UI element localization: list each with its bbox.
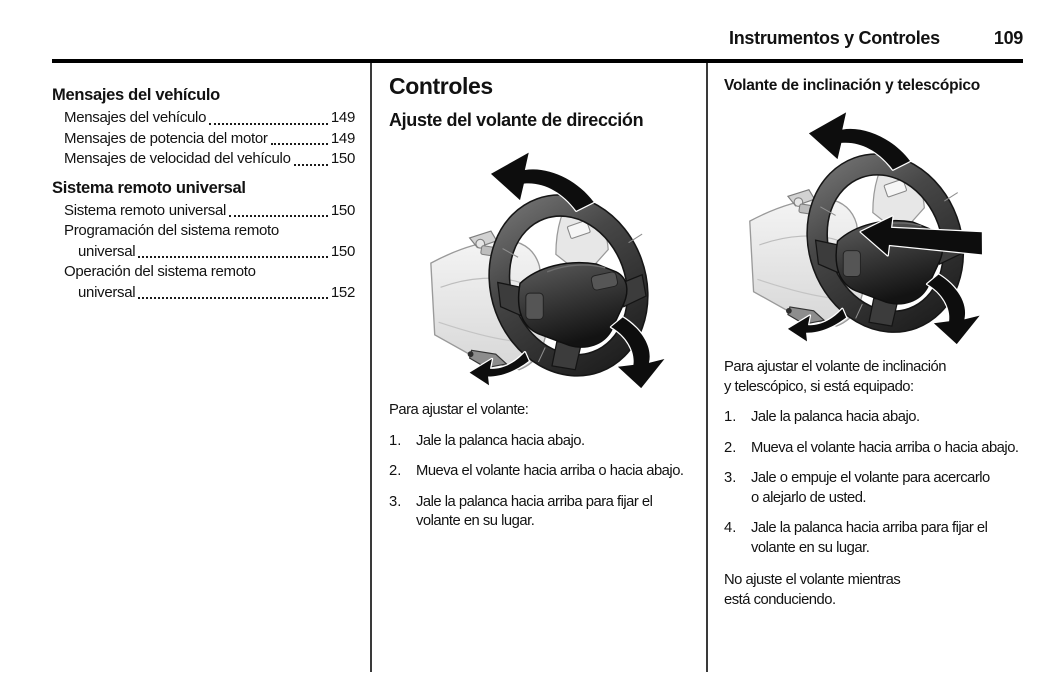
step-number: 2. (724, 439, 737, 456)
step-item: 3. Jale la palanca hacia arriba para fij… (389, 493, 692, 532)
step-item: 2. Mueva el volante hacia arriba o hacia… (389, 462, 692, 482)
step-number: 3. (724, 470, 737, 486)
caution-note: No ajuste el volante mientras está condu… (724, 572, 901, 608)
step-text: Jale la palanca hacia arriba para fijar … (416, 493, 653, 530)
toc-entry-page: 150 (330, 150, 355, 167)
step-number: 3. (389, 493, 402, 510)
step-text: Jale o empuje el volante para acercarlo … (751, 470, 990, 506)
steering-wheel-tilt-figure (421, 140, 683, 392)
dot-leader (293, 163, 328, 166)
toc-section-title: Sistema remoto universal (52, 178, 246, 197)
step-text: Jale la palanca hacia abajo. (416, 432, 585, 449)
toc-entry-label: Programación del sistema remoto (64, 222, 279, 239)
procedure-steps: 1. Jale la palanca hacia abajo. 2. Mueva… (724, 408, 1027, 558)
toc-entry: Programación del sistema remoto (52, 221, 355, 242)
controls-column: Controles Ajuste del volante de direcció… (389, 74, 692, 532)
toc-entry-label: Sistema remoto universal (64, 201, 227, 219)
toc-entry-label: universal (78, 242, 136, 260)
procedure-steps: 1. Jale la palanca hacia abajo. 2. Mueva… (389, 432, 692, 532)
step-number: 1. (724, 409, 737, 425)
step-text: Jale la palanca hacia abajo. (751, 409, 920, 425)
toc-entry: Operación del sistema remoto (52, 262, 355, 283)
step-item: 1. Jale la palanca hacia abajo. (724, 408, 1027, 428)
toc-entry-page: 149 (330, 129, 355, 147)
step-number: 4. (724, 520, 737, 536)
step-item: 3. Jale o empuje el volante para acercar… (724, 469, 1027, 508)
header-page-number: 109 (993, 28, 1023, 48)
toc-entry-page: 149 (330, 109, 355, 126)
dot-leader (138, 297, 328, 299)
dot-leader (229, 215, 328, 217)
header-rule (52, 59, 1023, 63)
toc-entry: Mensajes de velocidad del vehículo 150 (52, 149, 355, 170)
column-divider-right (706, 63, 708, 672)
steering-wheel-tilt-telescopic-figure (740, 100, 998, 348)
step-text: Jale la palanca hacia arriba para fijar … (751, 520, 988, 556)
toc-entry-label: Operación del sistema remoto (64, 263, 256, 280)
toc-column: Mensajes del vehículo Mensajes del vehíc… (52, 82, 355, 303)
toc-entry: Mensajes de potencia del motor 149 (52, 129, 355, 150)
procedure-intro: Para ajustar el volante de inclinación y… (724, 359, 947, 395)
step-item: 1. Jale la palanca hacia abajo. (389, 432, 692, 452)
dot-leader (209, 122, 328, 125)
toc-entry-page: 150 (330, 201, 355, 219)
toc-section-title: Mensajes del vehículo (52, 86, 220, 104)
subsection-title: Ajuste del volante de dirección (389, 110, 644, 130)
section-title: Controles (389, 73, 493, 99)
header-section-title: Instrumentos y Controles (729, 28, 940, 48)
dot-leader (270, 143, 328, 145)
toc-entry-page: 152 (330, 283, 355, 301)
toc-spacer (52, 170, 355, 175)
page-header: Instrumentos y Controles 109 (52, 28, 1023, 49)
step-number: 2. (389, 463, 402, 479)
tilt-column: Volante de inclinación y telescópico Par… (724, 76, 1027, 610)
step-text: Mueva el volante hacia arriba o hacia ab… (751, 439, 1019, 456)
dot-leader (138, 256, 328, 258)
step-item: 4. Jale la palanca hacia arriba para fij… (724, 519, 1027, 558)
step-item: 2. Mueva el volante hacia arriba o hacia… (724, 439, 1027, 459)
toc-entry: Mensajes del vehículo 149 (52, 108, 355, 129)
subsection-title: Volante de inclinación y telescópico (724, 77, 981, 94)
toc-entry-label: Mensajes de velocidad del vehículo (64, 150, 291, 167)
column-divider-left (370, 63, 372, 672)
toc-entry-continuation: universal 150 (52, 242, 355, 263)
procedure-intro: Para ajustar el volante: (389, 402, 529, 418)
toc-entry-label: universal (78, 283, 136, 301)
toc-entry-continuation: universal 152 (52, 283, 355, 304)
step-text: Mueva el volante hacia arriba o hacia ab… (416, 463, 684, 479)
toc-entry: Sistema remoto universal 150 (52, 201, 355, 222)
step-number: 1. (389, 432, 402, 449)
toc-entry-page: 150 (330, 242, 355, 260)
toc-entry-label: Mensajes del vehículo (64, 109, 207, 126)
toc-entry-label: Mensajes de potencia del motor (64, 129, 268, 147)
